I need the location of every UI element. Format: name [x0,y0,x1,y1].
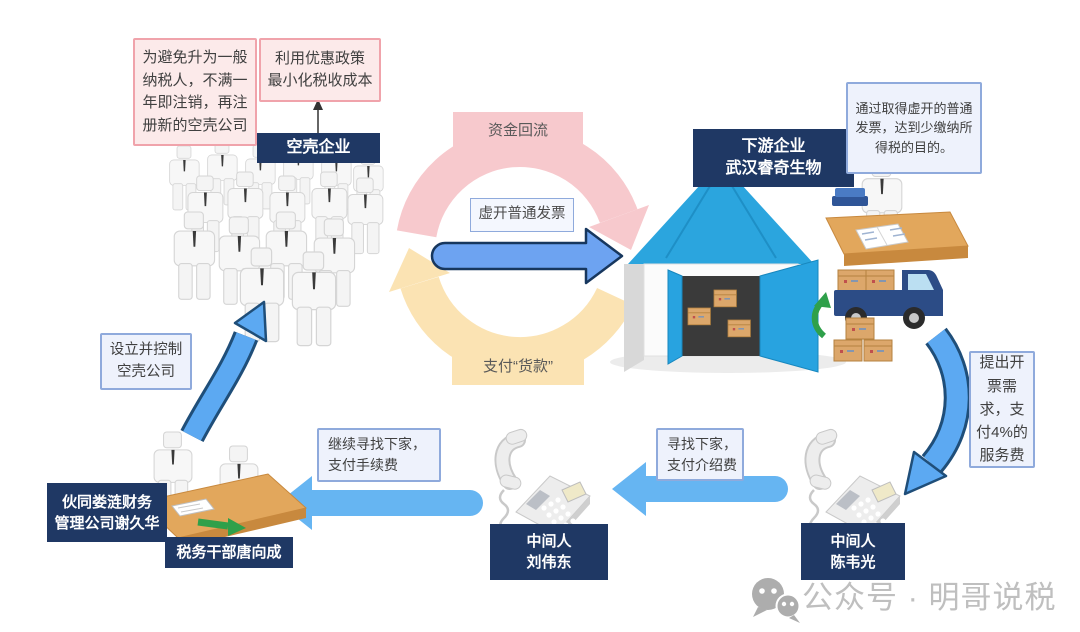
setup-shell-note: 设立并控制 空壳公司 [100,333,192,390]
demand-curved-arrow [903,327,971,496]
wechat-icon [752,578,801,623]
find-buyer-arrow [612,462,788,516]
accomplice-label: 伙同娄涟财务 管理公司谢久华 [47,483,167,542]
cycle-middle-label: 虚开普通发票 [470,198,574,232]
tax-cadre-label: 税务干部唐向成 [165,537,293,568]
setup-curved-arrow [180,300,268,443]
find-buyer-note: 寻找下家， 支付介绍费 [656,428,744,481]
cycle-top-label: 资金回流 [453,112,583,150]
middleman-right-label: 中间人 陈韦光 [801,523,905,580]
clerk-at-desk-illustration [825,159,969,266]
cycle-bottom-label: 支付“货款” [452,350,584,385]
pay-goods-arc [400,276,634,378]
shell-note-right: 利用优惠政策 最小化税收成本 [259,38,381,102]
connector-arrow [313,99,323,133]
continue-find-arrow [278,476,483,530]
downstream-note: 通过取得虚开的普通 发票，达到少缴纳所 得税的目的。 [846,82,982,174]
invoice-demand-note: 提出开 票需 求，支 付4%的 服务费 [969,351,1035,468]
warehouse-illustration [610,162,846,373]
green-loading-arrow [811,292,831,339]
downstream-company-label: 下游企业 武汉睿奇生物 [693,129,854,187]
shell-company-label: 空壳企业 [257,133,380,163]
watermark: 公众号 · 明哥说税 [746,572,1057,617]
pay-goods-arrowhead [389,248,450,292]
fake-invoice-arrow [430,227,624,285]
shell-company-crowd-illustration [169,139,384,347]
watermark-text: 公众号 · 明哥说税 [802,580,1057,615]
capital-backflow-arrowhead [589,205,649,250]
continue-find-note: 继续寻找下家， 支付手续费 [317,428,441,482]
carton-stack-illustration [833,317,893,362]
shell-note-left: 为避免升为一般 纳税人，不满一 年即注销，再注 册新的空壳公司 [133,38,257,146]
middleman-middle-label: 中间人 刘伟东 [490,524,608,580]
